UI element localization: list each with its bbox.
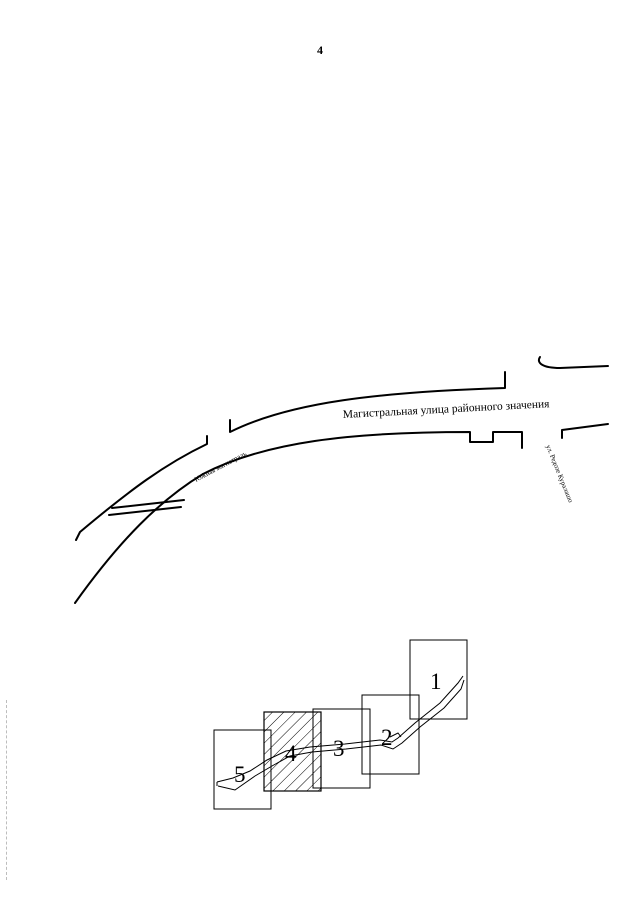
page-number: 4	[317, 43, 323, 57]
key-frame-3	[312, 708, 371, 789]
key-frame-2	[361, 694, 420, 775]
south-highway-upper-curb	[75, 435, 208, 541]
street-labels: Магистральная улица районного значения Ю…	[193, 398, 575, 504]
key-frame-1-label: 1	[430, 669, 442, 694]
key-frame-2-label: 2	[381, 725, 393, 750]
crossing-connector-a	[111, 499, 185, 509]
key-frame-5-label: 5	[234, 762, 246, 787]
route-line	[216, 675, 465, 791]
side-street-lower-corner	[561, 423, 609, 439]
crossing-connector-b	[108, 506, 182, 516]
key-frame-4-label: 4	[285, 741, 297, 766]
key-frame-4	[263, 711, 322, 792]
south-highway-lower-curb	[74, 473, 204, 604]
street-map	[74, 356, 609, 604]
south-highway-label: Южная магистраль	[193, 450, 248, 484]
key-map: 5 4 3 2 1	[213, 639, 468, 810]
main-street-lower-curb	[202, 431, 523, 475]
side-street-upper-corner	[538, 356, 609, 369]
main-street-upper-curb	[229, 371, 506, 433]
side-street-label: ул. Редозе Куралашо	[544, 444, 575, 504]
key-frame-1	[409, 639, 468, 720]
main-street-label: Магистральная улица районного значения	[343, 398, 551, 421]
margin-rule	[6, 700, 7, 880]
key-frame-3-label: 3	[333, 736, 345, 761]
